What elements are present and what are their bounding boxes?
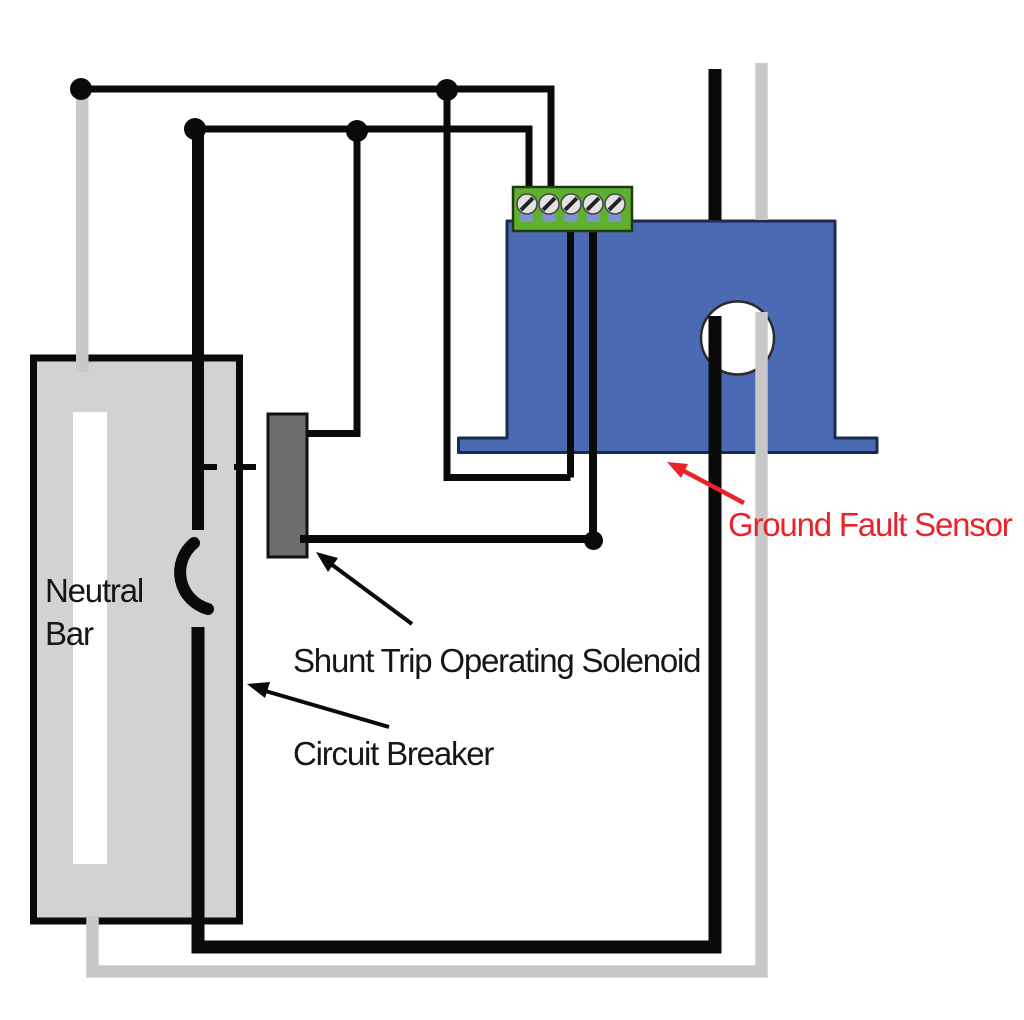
terminal-screw-5 bbox=[604, 193, 626, 222]
junction-dot-b bbox=[436, 79, 458, 101]
screw-slot bbox=[585, 196, 601, 212]
arrow-circuit-breaker bbox=[247, 682, 390, 729]
neutral-wire-gray-top bbox=[755, 63, 768, 220]
breaker-switch-arc bbox=[174, 537, 214, 615]
arrow-solenoid bbox=[316, 552, 414, 626]
load-wire-black-bottom bbox=[191, 316, 722, 954]
neutral-wire-gray-bottom bbox=[86, 312, 768, 978]
label-neutral-bar-line2: Bar bbox=[45, 615, 94, 652]
junction-dot-a bbox=[70, 78, 92, 100]
supply-line-1 bbox=[81, 85, 555, 196]
label-neutral-bar-line1: Neutral bbox=[45, 572, 143, 609]
label-shunt-trip-solenoid: Shunt Trip Operating Solenoid bbox=[293, 642, 700, 679]
breaker-linkage-dash bbox=[204, 464, 217, 470]
arrowhead bbox=[667, 462, 688, 478]
label-circuit-breaker: Circuit Breaker bbox=[293, 735, 494, 772]
sensor-terminal3-wire-lower bbox=[443, 90, 571, 481]
neutral-wire-top-drop bbox=[76, 88, 89, 372]
arrowhead bbox=[316, 552, 338, 572]
solenoid-junction-dot bbox=[584, 531, 603, 550]
terminal-screw-2 bbox=[538, 193, 560, 222]
junction-dot-c bbox=[184, 118, 206, 140]
terminal-screw-3 bbox=[560, 193, 582, 222]
breaker-linkage-dash bbox=[234, 464, 256, 470]
arrowhead bbox=[247, 682, 270, 698]
circuit-breaker-box bbox=[30, 354, 243, 925]
junction-dot-d bbox=[346, 120, 368, 142]
solenoid-top-wire bbox=[300, 131, 361, 437]
solenoid-body bbox=[266, 412, 309, 559]
screw-slot bbox=[563, 196, 579, 212]
terminal-screw-1 bbox=[516, 193, 538, 222]
neutral-bar-slot bbox=[73, 412, 107, 864]
arrow-ground-fault-sensor bbox=[667, 462, 746, 505]
ground-fault-sensor-body bbox=[457, 219, 879, 454]
terminal-screw-4 bbox=[582, 193, 604, 222]
screw-slot bbox=[519, 196, 535, 212]
supply-line-2 bbox=[193, 125, 533, 196]
screw-slot bbox=[541, 196, 557, 212]
label-ground-fault-sensor: Ground Fault Sensor bbox=[728, 506, 1013, 543]
sensor-terminal-block bbox=[511, 185, 634, 233]
screw-slot bbox=[607, 196, 623, 212]
load-wire-black-top bbox=[708, 69, 722, 220]
